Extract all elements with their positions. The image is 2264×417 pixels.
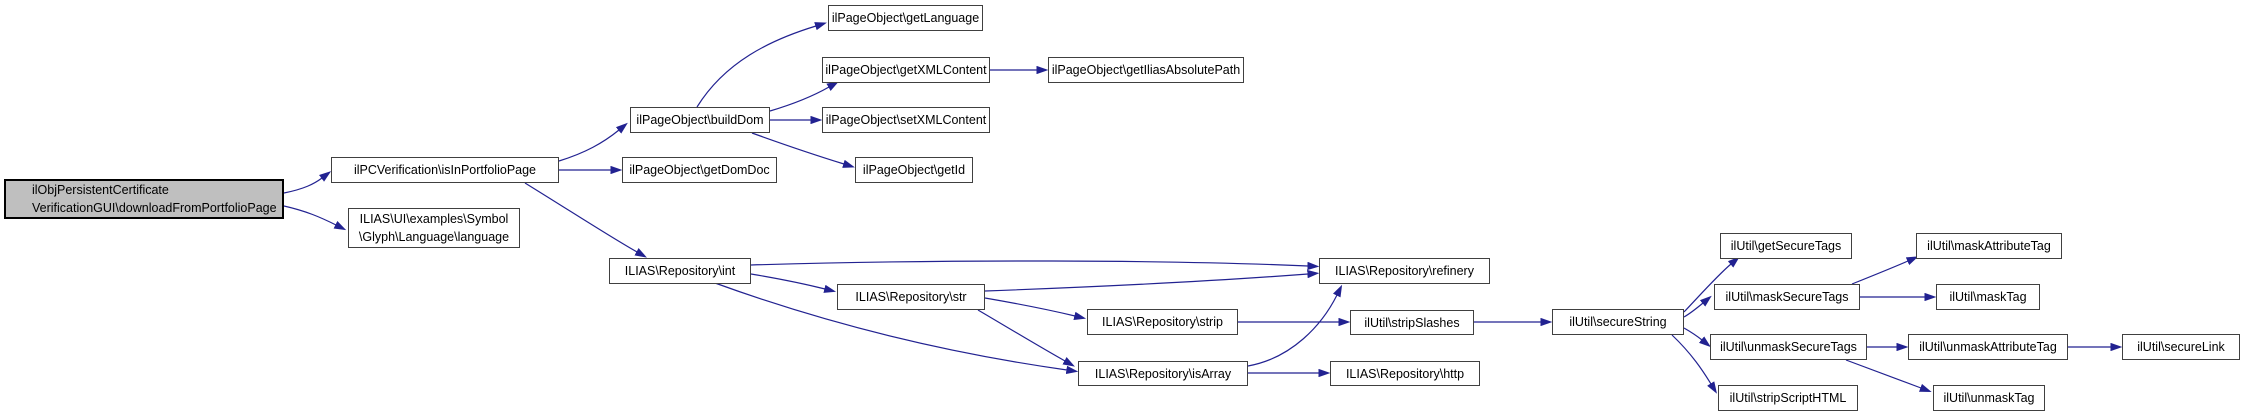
node-getLanguage[interactable]: ilPageObject\getLanguage	[828, 5, 983, 31]
node-unmaskSecureTags[interactable]: ilUtil\unmaskSecureTags	[1710, 334, 1867, 360]
edge-isArray-refinery	[1247, 284, 1343, 367]
node-label: ilPageObject\setXMLContent	[825, 113, 987, 127]
node-label: ilPageObject\getXMLContent	[825, 63, 987, 77]
node-getSecureTags[interactable]: ilUtil\getSecureTags	[1720, 233, 1852, 259]
node-isArray[interactable]: ILIAS\Repository\isArray	[1078, 361, 1248, 386]
node-isInPortfolioPage[interactable]: ilPCVerification\isInPortfolioPage	[331, 157, 559, 183]
node-maskSecureTags[interactable]: ilUtil\maskSecureTags	[1714, 284, 1860, 310]
node-label: ilPageObject\getDomDoc	[629, 163, 770, 177]
node-secureString[interactable]: ilUtil\secureString	[1552, 309, 1684, 335]
node-label: \Glyph\Language\language	[358, 230, 510, 244]
node-buildDom[interactable]: ilPageObject\buildDom	[630, 107, 770, 133]
node-refinery[interactable]: ILIAS\Repository\refinery	[1319, 258, 1490, 284]
edge-buildDom-getXMLContent	[769, 81, 839, 112]
node-getId[interactable]: ilPageObject\getId	[855, 157, 973, 183]
node-getIliasAbsolutePath[interactable]: ilPageObject\getIliasAbsolutePath	[1048, 57, 1244, 83]
node-label: ilUtil\stripScriptHTML	[1729, 391, 1847, 405]
edge-isInPortfolioPage-int	[524, 182, 647, 258]
edge-buildDom-getLanguage	[696, 22, 827, 108]
node-label: ilUtil\stripSlashes	[1364, 315, 1460, 330]
node-label: ilUtil\maskTag	[1949, 290, 2027, 304]
edge-str-refinery	[984, 269, 1320, 292]
node-root-downloadFromPortfolioPage: ilObjPersistentCertificate VerificationG…	[4, 179, 284, 219]
node-label: ILIAS\Repository\int	[624, 264, 736, 278]
node-strip[interactable]: ILIAS\Repository\strip	[1087, 309, 1238, 335]
edge-isInPortfolioPage-buildDom	[558, 122, 628, 162]
node-language[interactable]: ILIAS\UI\examples\Symbol \Glyph\Language…	[348, 208, 520, 248]
node-maskTag[interactable]: ilUtil\maskTag	[1936, 284, 2040, 310]
node-label: ilPCVerification\isInPortfolioPage	[353, 163, 537, 177]
node-label: VerificationGUI\downloadFromPortfolioPag…	[32, 201, 277, 215]
edge-unmaskSecureTags-unmaskTag	[1845, 359, 1932, 393]
node-stripSlashes[interactable]: ilUtil\stripSlashes	[1350, 310, 1474, 335]
edge-secureString-getSecureTags	[1683, 256, 1740, 313]
edge-int-refinery	[750, 260, 1320, 271]
node-unmaskTag[interactable]: ilUtil\unmaskTag	[1933, 385, 2045, 411]
edge-int-str	[750, 273, 837, 293]
node-label: ilUtil\getSecureTags	[1730, 239, 1842, 253]
node-label: ILIAS\UI\examples\Symbol	[359, 212, 509, 226]
node-label: ilUtil\maskAttributeTag	[1927, 239, 2051, 253]
edge-int-isArray	[714, 282, 1079, 375]
node-label: ilObjPersistentCertificate	[32, 183, 169, 197]
edge-maskSecureTags-maskAttributeTag	[1851, 256, 1919, 285]
node-label: ilPageObject\getIliasAbsolutePath	[1051, 63, 1241, 77]
node-unmaskAttributeTag[interactable]: ilUtil\unmaskAttributeTag	[1908, 334, 2068, 360]
edge-str-strip	[984, 297, 1087, 320]
node-label: ILIAS\Repository\str	[855, 290, 967, 304]
node-http[interactable]: ILIAS\Repository\http	[1330, 361, 1480, 386]
node-label: ilUtil\secureString	[1569, 315, 1667, 329]
node-label: ilPageObject\getLanguage	[831, 11, 980, 25]
node-label: ILIAS\Repository\strip	[1102, 315, 1223, 329]
node-label: ILIAS\Repository\refinery	[1335, 264, 1474, 278]
node-secureLink[interactable]: ilUtil\secureLink	[2122, 334, 2240, 360]
edge-secureString-unmaskSecureTags	[1683, 327, 1711, 348]
node-label: ilPageObject\getId	[862, 163, 966, 177]
edge-str-isArray	[977, 309, 1075, 367]
node-setXMLContent[interactable]: ilPageObject\setXMLContent	[822, 107, 990, 133]
node-maskAttributeTag[interactable]: ilUtil\maskAttributeTag	[1916, 233, 2062, 259]
node-label: ilUtil\secureLink	[2137, 340, 2225, 354]
node-str[interactable]: ILIAS\Repository\str	[837, 284, 985, 310]
node-getXMLContent[interactable]: ilPageObject\getXMLContent	[822, 57, 990, 83]
edge-secureString-maskSecureTags	[1683, 295, 1712, 318]
node-label: ilUtil\unmaskSecureTags	[1720, 340, 1857, 354]
node-label: ilUtil\unmaskTag	[1943, 391, 2035, 405]
node-label: ilUtil\maskSecureTags	[1725, 290, 1849, 304]
node-label: ILIAS\Repository\http	[1345, 366, 1465, 381]
node-getDomDoc[interactable]: ilPageObject\getDomDoc	[622, 157, 777, 183]
edge-root-language	[283, 205, 347, 231]
edge-secureString-stripScriptHTML	[1671, 334, 1717, 394]
node-int[interactable]: ILIAS\Repository\int	[609, 258, 751, 284]
edge-root-isInPortfolioPage	[283, 171, 332, 194]
node-label: ilPageObject\buildDom	[636, 113, 764, 127]
edge-buildDom-getId	[751, 132, 855, 168]
node-label: ILIAS\Repository\isArray	[1094, 366, 1232, 381]
node-label: ilUtil\unmaskAttributeTag	[1919, 340, 2057, 354]
node-stripScriptHTML[interactable]: ilUtil\stripScriptHTML	[1718, 385, 1858, 411]
